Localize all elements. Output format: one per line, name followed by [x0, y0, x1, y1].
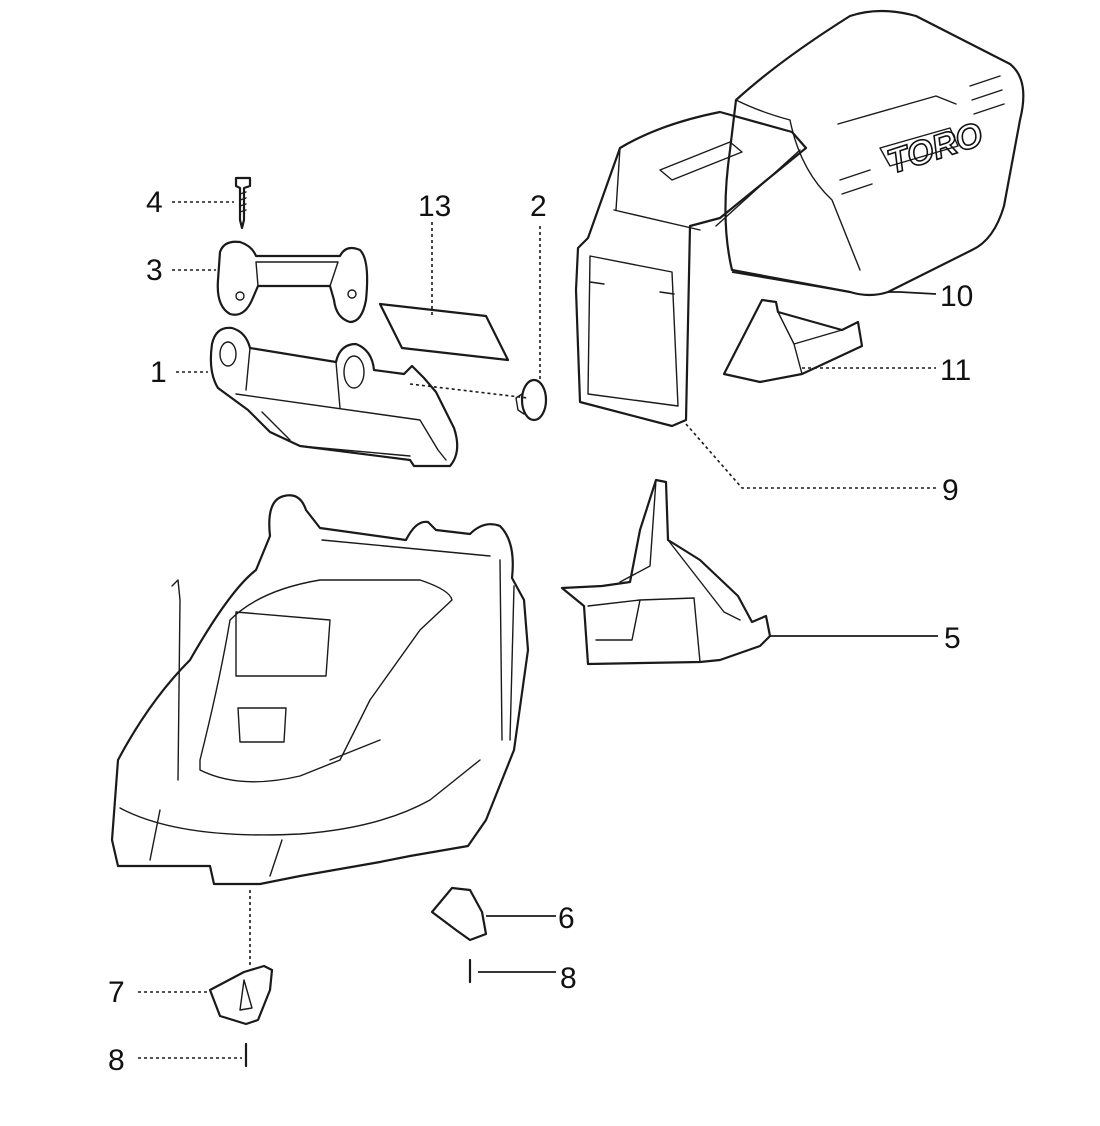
part-6-clip [430, 886, 488, 942]
part-5-chute [560, 478, 772, 666]
callout-2: 2 [530, 190, 547, 223]
part-13-decal [378, 302, 510, 362]
callout-8-upper: 8 [560, 962, 577, 995]
callout-numbers: 4 3 1 13 2 10 11 9 5 6 8 7 8 [108, 186, 973, 1077]
callout-5: 5 [944, 622, 961, 655]
callout-11: 11 [940, 354, 971, 387]
callout-10: 10 [940, 280, 973, 313]
part-9-bag-frame [574, 110, 808, 428]
callout-7: 7 [108, 976, 125, 1009]
leader-lines [138, 201, 938, 1059]
callout-9: 9 [942, 474, 959, 507]
part-11-deflector [722, 298, 864, 384]
toro-logo: TORO [883, 115, 988, 181]
part-10-bag-cover: TORO [724, 9, 1025, 297]
mower-deck [110, 494, 530, 886]
part-7-clip [208, 890, 274, 1026]
callout-13: 13 [418, 190, 451, 223]
callout-8-lower: 8 [108, 1044, 125, 1077]
part-2-knob [515, 378, 548, 422]
part-3-handle-bracket [216, 240, 369, 324]
part-4-screw [234, 176, 252, 230]
callout-1: 1 [150, 356, 167, 389]
callout-3: 3 [146, 254, 163, 287]
callout-6: 6 [558, 902, 575, 935]
callout-4: 4 [146, 186, 163, 219]
part-1-handle-base [209, 326, 459, 468]
